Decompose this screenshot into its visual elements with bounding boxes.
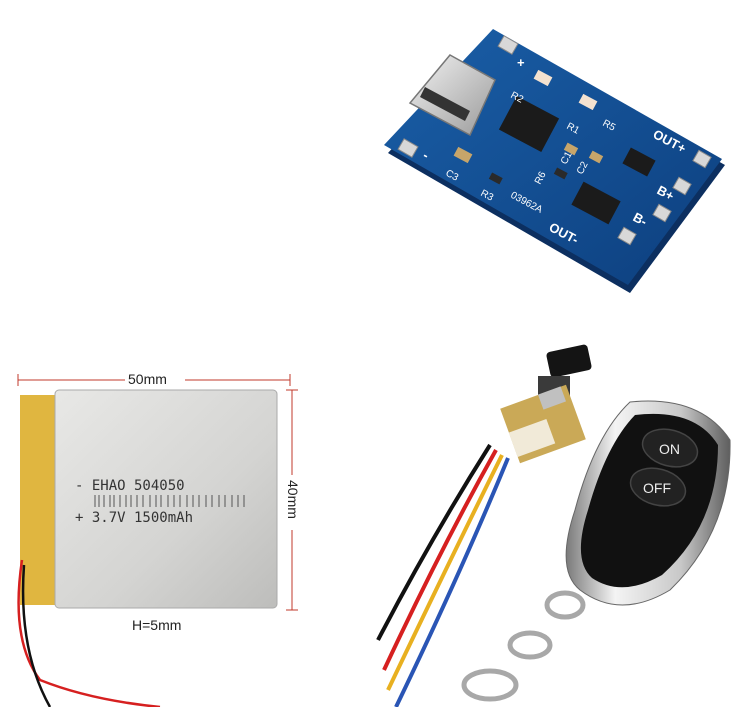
pcb-body — [384, 29, 725, 293]
charger-board-photo: + - OUT+ B+ B- OUT- R2 R1 R5 C3 R3 R6 C1… — [384, 29, 725, 293]
label-r3: R3 — [479, 188, 496, 204]
width-label: 50mm — [128, 371, 167, 387]
label-b-minus: B- — [631, 209, 650, 229]
height-label: 40mm — [285, 480, 301, 519]
label-r5: R5 — [601, 118, 618, 134]
protection-chip — [571, 181, 621, 225]
main-chip — [498, 95, 560, 153]
label-r2: R2 — [509, 90, 526, 106]
battery-barcode — [94, 495, 245, 507]
label-r1: R1 — [565, 121, 582, 137]
thickness-label: H=5mm — [132, 617, 181, 633]
receiver-module — [500, 384, 586, 464]
solder-pads — [397, 35, 712, 246]
receiver-wires — [376, 443, 510, 707]
remote-on-button[interactable]: ON — [638, 423, 701, 472]
label-c3: C3 — [444, 168, 461, 184]
label-c2: C2 — [575, 160, 591, 177]
mosfet-chip — [622, 147, 656, 177]
battery-photo: 50mm 40mm - EHAO 504050 + 3.7V 1500mAh H… — [17, 370, 302, 707]
led-red — [533, 69, 553, 87]
keyring-chain — [461, 590, 586, 702]
label-minus: - — [421, 147, 432, 162]
battery-pouch — [54, 389, 278, 609]
battery-red-wire — [17, 559, 161, 707]
smd-components — [453, 142, 604, 185]
remote-control: ON OFF — [565, 400, 731, 606]
remote-receiver-photo: ON OFF — [376, 344, 731, 707]
battery-print-line1: - EHAO 504050 — [75, 478, 185, 494]
label-plus: + — [517, 55, 525, 70]
battery-print-line2: + 3.7V 1500mAh — [75, 510, 193, 526]
remote-off-button[interactable]: OFF — [626, 462, 689, 511]
remote-on-label: ON — [659, 441, 680, 457]
label-b-plus: B+ — [655, 182, 677, 203]
label-c1: C1 — [559, 150, 575, 167]
led-blue — [578, 93, 598, 111]
label-r6: R6 — [533, 170, 549, 187]
micro-usb-connector — [408, 54, 496, 137]
battery-black-wire — [21, 564, 52, 707]
remote-off-label: OFF — [643, 480, 671, 496]
